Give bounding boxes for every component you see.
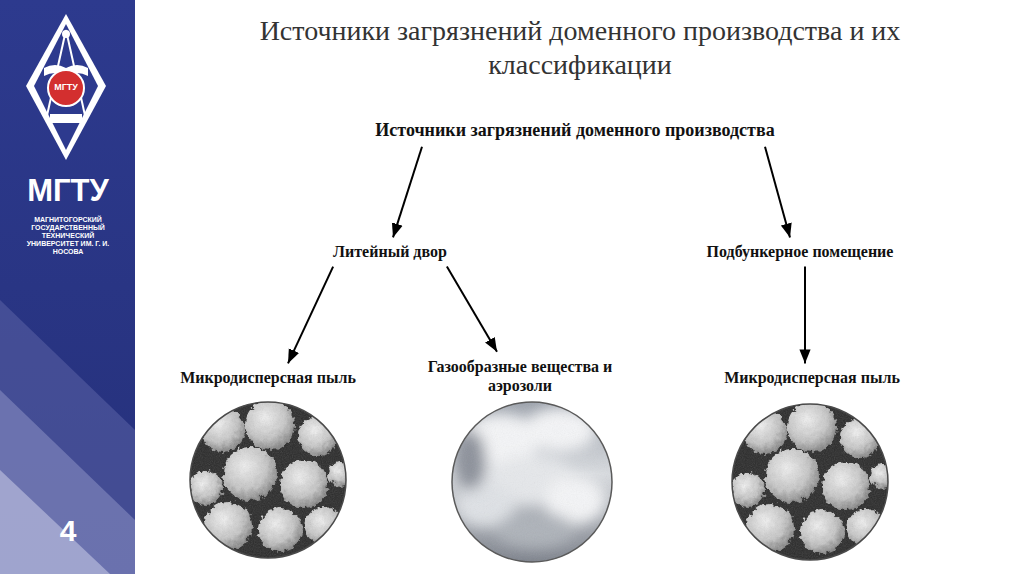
node-text: Подбункерное помещение — [707, 242, 894, 261]
arrow-connector — [765, 147, 790, 238]
university-name: МГТУ — [8, 174, 128, 208]
arrow-connector — [447, 267, 497, 352]
category-node: Микродисперсная пыль — [176, 366, 360, 389]
category-node: Источники загрязнений доменного производ… — [371, 118, 778, 144]
slide-number: 4 — [38, 514, 98, 547]
sidebar-stripe — [0, 470, 110, 574]
slide-title: Источники загрязнений доменного производ… — [170, 14, 990, 82]
sidebar — [0, 0, 135, 574]
arrow-connector — [804, 267, 806, 364]
sidebar-stripe — [0, 390, 135, 574]
logo-text: МГТУ — [49, 83, 83, 93]
category-node: Микродисперсная пыль — [720, 366, 904, 389]
university-logo — [26, 14, 106, 160]
university-name: МАГНИТОГОРСКИЙ ГОСУДАРСТВЕННЫЙ ТЕХНИЧЕСК… — [20, 216, 116, 256]
node-text: Газообразные вещества и аэрозоли — [425, 357, 615, 395]
node-text: Литейный двор — [333, 242, 447, 261]
node-text: Микродисперсная пыль — [724, 368, 900, 387]
node-text: Источники загрязнений доменного производ… — [375, 120, 774, 142]
category-node: Газообразные вещества и аэрозоли — [421, 355, 619, 397]
arrow-connector — [288, 267, 333, 364]
dust-micrograph — [730, 402, 894, 562]
arrow-connector — [393, 147, 422, 238]
category-node: Литейный двор — [329, 240, 451, 263]
smoke-photo — [450, 400, 614, 564]
dust-micrograph — [188, 400, 352, 560]
category-node: Подбункерное помещение — [703, 240, 898, 263]
node-text: Микродисперсная пыль — [180, 368, 356, 387]
sidebar-stripe — [0, 300, 135, 574]
